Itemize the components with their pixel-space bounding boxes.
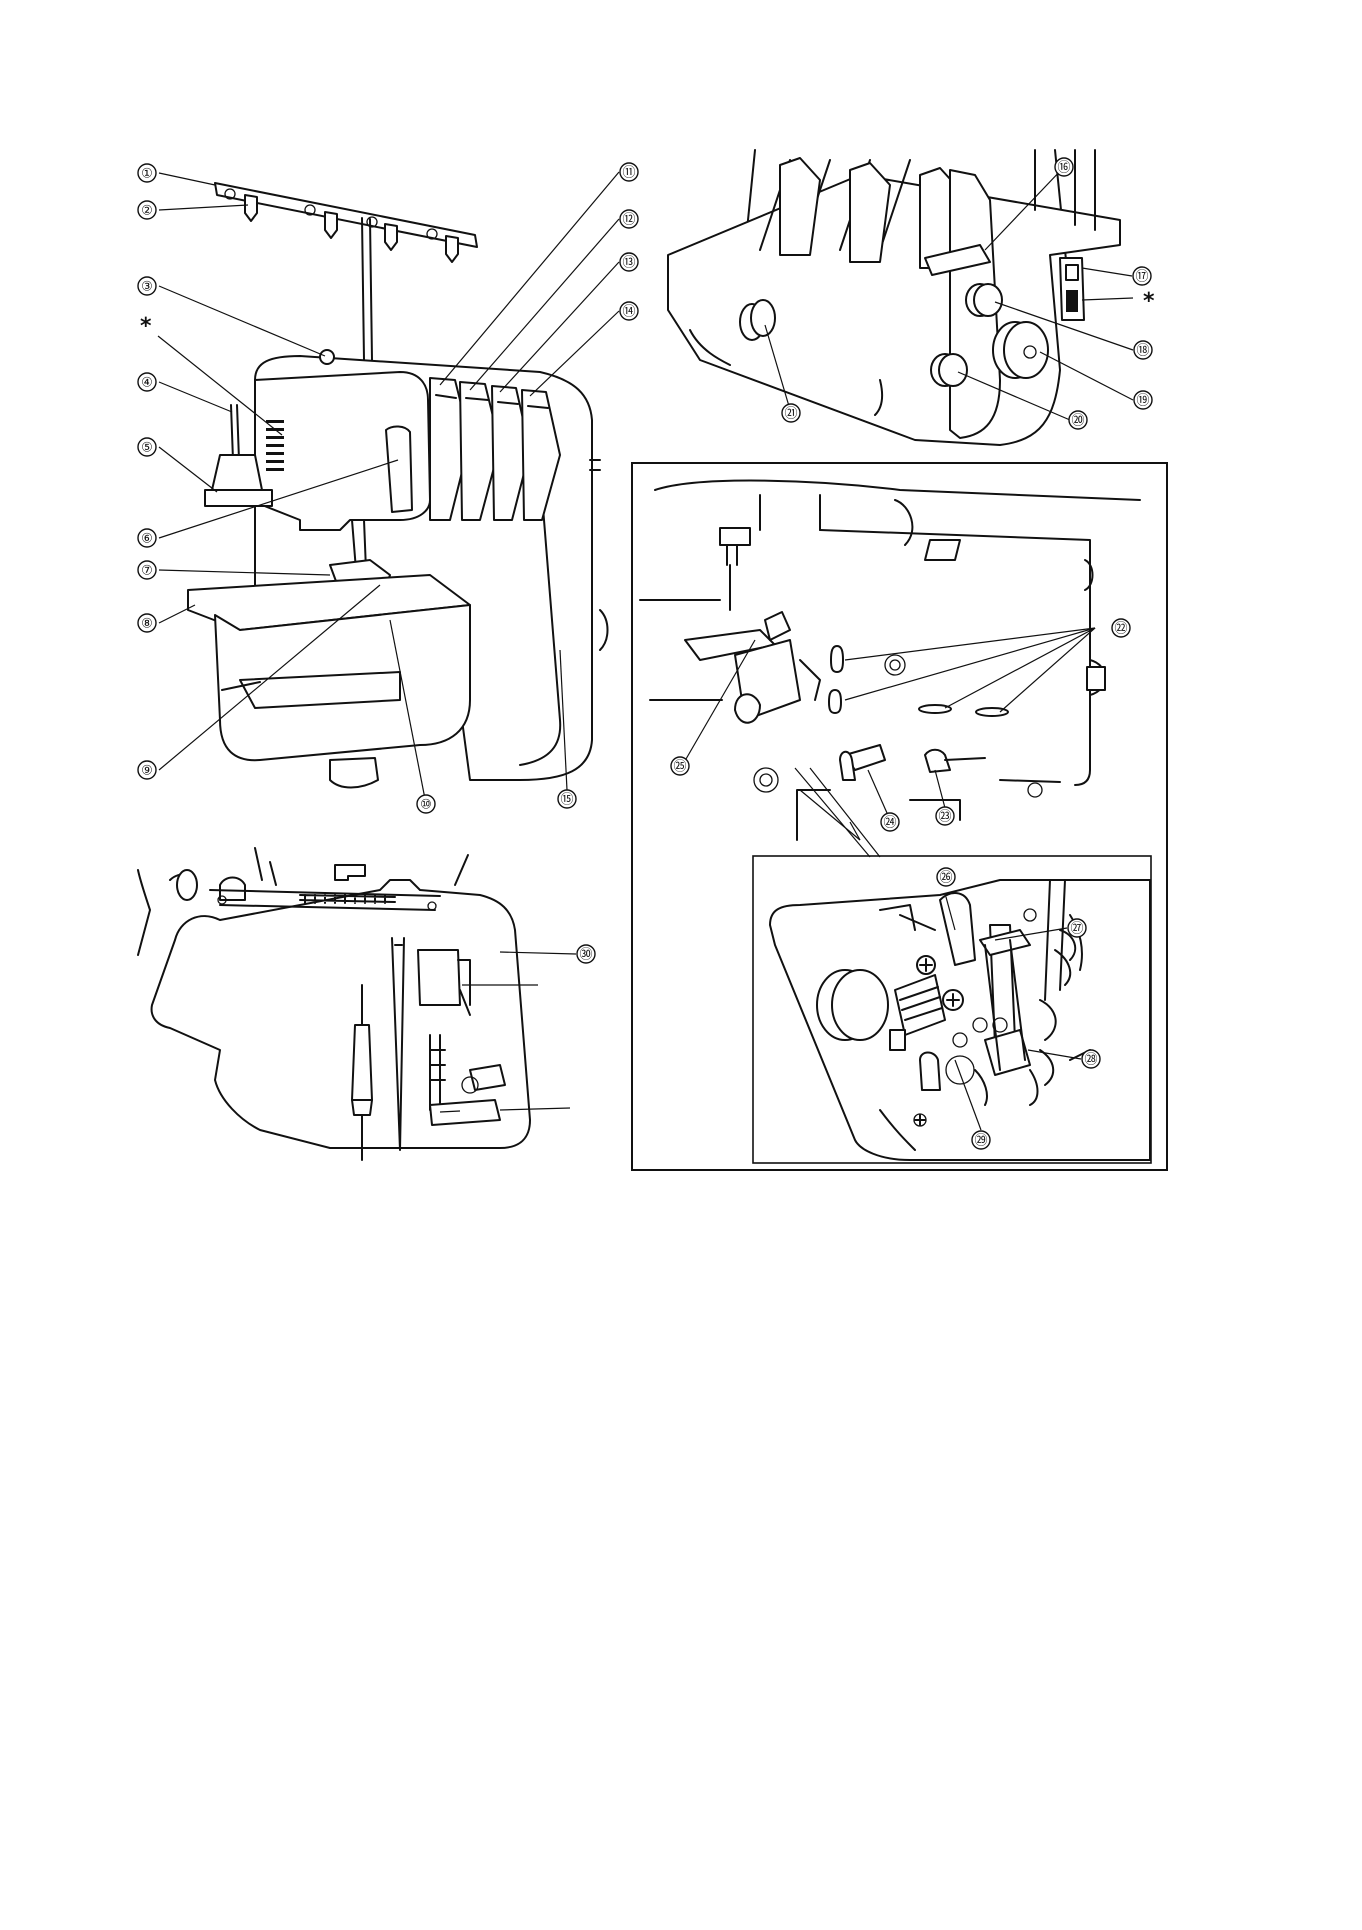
callout-19: ⑲ bbox=[1134, 391, 1152, 409]
svg-text:⑳: ⑳ bbox=[1071, 413, 1084, 428]
callout-27: ㉗ bbox=[1068, 919, 1086, 937]
svg-text:⑥: ⑥ bbox=[141, 531, 153, 546]
machine-front-view bbox=[158, 172, 619, 804]
callout-14: ⑭ bbox=[620, 302, 638, 320]
machine-side-view bbox=[668, 150, 1133, 445]
stitch-length-dial bbox=[966, 284, 1002, 316]
svg-text:②: ② bbox=[141, 203, 153, 218]
svg-text:⑭: ⑭ bbox=[622, 304, 635, 319]
svg-text:③: ③ bbox=[141, 279, 153, 294]
svg-text:㉚: ㉚ bbox=[579, 947, 592, 962]
svg-text:㉕: ㉕ bbox=[673, 759, 686, 774]
svg-text:⑰: ⑰ bbox=[1135, 269, 1148, 284]
svg-text:㉘: ㉘ bbox=[1084, 1052, 1097, 1067]
svg-text:⑦: ⑦ bbox=[141, 563, 153, 578]
svg-text:⑲: ⑲ bbox=[1136, 393, 1149, 408]
callout-23: ㉓ bbox=[936, 807, 954, 825]
svg-text:①: ① bbox=[141, 166, 153, 181]
handwheel bbox=[993, 322, 1048, 378]
callout-18: ⑱ bbox=[1134, 341, 1152, 359]
svg-text:㉑: ㉑ bbox=[784, 406, 797, 421]
callout-13: ⑬ bbox=[620, 253, 638, 271]
callout-25: ㉕ bbox=[671, 757, 689, 775]
callout-28: ㉘ bbox=[1082, 1050, 1100, 1068]
callout-1: ① bbox=[138, 164, 156, 182]
callout-2: ② bbox=[138, 201, 156, 219]
svg-text:㉗: ㉗ bbox=[1070, 921, 1083, 936]
svg-text:⑮: ⑮ bbox=[560, 792, 573, 807]
callout-10: ⑩ bbox=[417, 795, 435, 813]
callout-17: ⑰ bbox=[1133, 267, 1151, 285]
callout-16: ⑯ bbox=[1055, 158, 1073, 176]
callout-21: ㉑ bbox=[782, 404, 800, 422]
thread-stand bbox=[215, 183, 477, 360]
accessory-storage-view bbox=[138, 848, 576, 1160]
svg-text:⑯: ⑯ bbox=[1057, 160, 1070, 175]
svg-text:④: ④ bbox=[141, 375, 153, 390]
callout-7: ⑦ bbox=[138, 561, 156, 579]
svg-text:⑪: ⑪ bbox=[622, 165, 635, 180]
callout-22: ㉒ bbox=[1112, 619, 1130, 637]
thread-guide-slots bbox=[829, 646, 1008, 716]
callout-11: ⑪ bbox=[620, 163, 638, 181]
callout-20: ⑳ bbox=[1069, 411, 1087, 429]
callout-9: ⑨ bbox=[138, 761, 156, 779]
svg-text:㉔: ㉔ bbox=[883, 815, 896, 830]
callout-3: ③ bbox=[138, 277, 156, 295]
presser-foot-pressure-knob bbox=[740, 300, 775, 340]
svg-text:⑫: ⑫ bbox=[622, 212, 635, 227]
svg-text:⑩: ⑩ bbox=[420, 797, 432, 812]
svg-text:㉒: ㉒ bbox=[1114, 621, 1127, 636]
callout-5: ⑤ bbox=[138, 438, 156, 456]
svg-text:㉓: ㉓ bbox=[938, 809, 951, 824]
svg-text:⑱: ⑱ bbox=[1136, 343, 1149, 358]
callout-12: ⑫ bbox=[620, 210, 638, 228]
svg-text:⑬: ⑬ bbox=[622, 255, 635, 270]
svg-text:㉙: ㉙ bbox=[974, 1133, 987, 1148]
machine-body bbox=[188, 350, 608, 788]
svg-text:㉖: ㉖ bbox=[939, 870, 952, 885]
callout-15: ⑮ bbox=[558, 790, 576, 808]
differential-feed-dial bbox=[931, 354, 967, 386]
asterisk-side: * bbox=[1143, 289, 1155, 314]
looper-detail-inset bbox=[753, 856, 1151, 1163]
power-switch-panel bbox=[1060, 258, 1084, 320]
callout-4: ④ bbox=[138, 373, 156, 391]
callout-6: ⑥ bbox=[138, 529, 156, 547]
svg-text:⑨: ⑨ bbox=[141, 763, 153, 778]
svg-text:⑧: ⑧ bbox=[141, 616, 153, 631]
callout-26: ㉖ bbox=[937, 868, 955, 886]
callout-30: ㉚ bbox=[577, 945, 595, 963]
callout-29: ㉙ bbox=[972, 1131, 990, 1149]
callout-8: ⑧ bbox=[138, 614, 156, 632]
callout-24: ㉔ bbox=[881, 813, 899, 831]
asterisk-front: * bbox=[140, 314, 152, 339]
svg-text:⑤: ⑤ bbox=[141, 440, 153, 455]
